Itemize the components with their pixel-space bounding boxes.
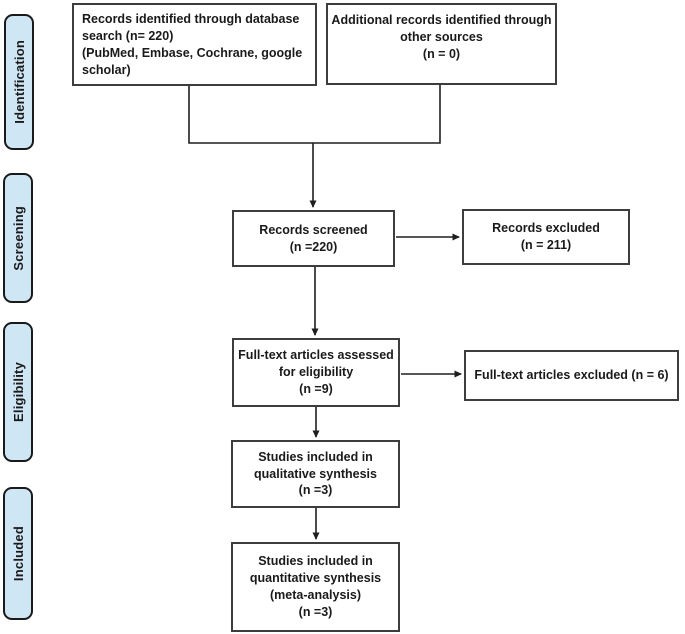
box-line: scholar)	[82, 62, 131, 77]
box-line: (PubMed, Embase, Cochrane, google	[82, 45, 303, 60]
stage-included: Included	[3, 487, 33, 620]
box-fulltext-assessed: Full-text articles assessed for eligibil…	[232, 338, 400, 407]
box-line: search (n= 220)	[82, 28, 174, 43]
stage-screening-label: Screening	[10, 205, 26, 271]
box-records-excluded: Records excluded (n = 211)	[462, 209, 630, 265]
box-line: Studies included in	[258, 449, 373, 464]
box-line: Additional records identified through	[331, 13, 552, 27]
box-line: qualitative synthesis	[254, 466, 377, 481]
box-line: Full-text articles assessed	[238, 348, 394, 363]
box-line: other sources	[400, 29, 483, 44]
box-line: Records excluded	[492, 221, 600, 236]
box-line: for eligibility	[278, 365, 354, 380]
box-line: (n =9)	[299, 381, 333, 396]
box-line: (n = 211)	[520, 238, 572, 252]
connector-merge	[188, 85, 441, 144]
box-line: Full-text articles excluded (n = 6)	[474, 368, 669, 383]
stage-identification-label: Identification	[11, 40, 27, 124]
box-line: (n =3)	[298, 604, 333, 619]
box-line: Records identified through database	[82, 12, 300, 26]
stage-screening: Screening	[3, 173, 33, 303]
box-qualitative-synthesis: Studies included in qualitative synthesi…	[231, 440, 400, 508]
box-additional-records: Additional records identified through ot…	[326, 3, 557, 85]
box-line: Records screened	[259, 222, 368, 237]
box-line: (n = 0)	[422, 46, 461, 61]
box-records-screened: Records screened (n =220)	[232, 210, 395, 267]
stage-identification: Identification	[4, 14, 34, 150]
stage-included-label: Included	[10, 525, 26, 582]
box-line: Studies included in	[258, 554, 373, 569]
box-line: quantitative synthesis	[249, 571, 382, 586]
stage-eligibility: Eligibility	[3, 322, 33, 462]
box-line: (n =3)	[298, 483, 333, 498]
box-line: (n =220)	[289, 239, 338, 254]
box-line: (meta-analysis)	[269, 588, 361, 602]
box-records-identified: Records identified through database sear…	[72, 3, 317, 86]
stage-eligibility-label: Eligibility	[10, 362, 26, 422]
box-fulltext-excluded: Full-text articles excluded (n = 6)	[464, 350, 679, 401]
box-quantitative-synthesis: Studies included in quantitative synthes…	[231, 542, 400, 632]
